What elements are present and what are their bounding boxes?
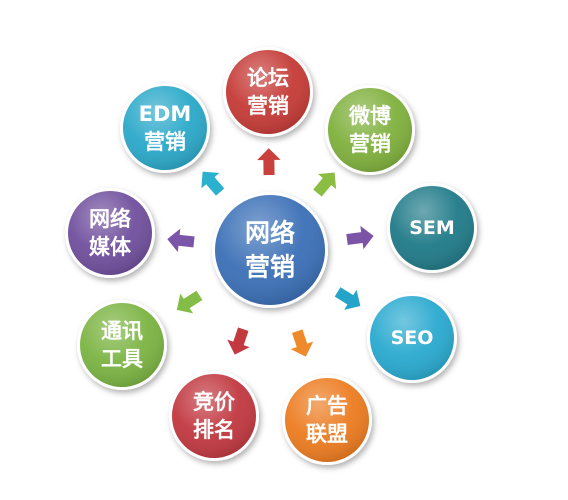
node-jingjia-label-2: 排名: [193, 418, 235, 442]
node-wangluo-gloss: [68, 191, 152, 275]
arrow-to-guanggao: [288, 328, 316, 358]
arrow-to-edm: [200, 170, 226, 198]
node-seo: SEO: [367, 293, 457, 383]
node-sem-label-1: SEM: [409, 217, 455, 239]
arrow-to-seo: [333, 285, 362, 312]
node-tongxun-label-1: 通讯: [101, 319, 143, 343]
node-tongxun-gloss: [80, 303, 164, 387]
arrows-layer: [165, 146, 375, 358]
nodes-layer: 论坛营销微博营销SEMSEO广告联盟竞价排名通讯工具网络媒体EDM营销网络营销: [65, 47, 477, 465]
arrow-to-luntan-shape: [254, 146, 284, 177]
node-seo-gloss: [370, 296, 454, 380]
node-guanggao-label-1: 广告: [306, 394, 348, 418]
node-luntan-label-1: 论坛: [247, 66, 289, 90]
arrow-to-edm-shape: [200, 170, 226, 198]
node-sem-gloss: [390, 186, 474, 270]
arrow-to-weibo-shape: [311, 171, 338, 199]
center-node-label-1: 网络: [245, 219, 295, 248]
arrow-to-tongxun-shape: [175, 289, 204, 315]
arrow-to-wangluo: [165, 226, 196, 255]
arrow-to-jingjia: [225, 326, 253, 356]
node-edm: EDM 营销: [120, 83, 210, 173]
center-node-label-2: 营销: [245, 252, 295, 281]
arrow-to-tongxun: [175, 289, 204, 315]
node-weibo-label-1: 微博: [348, 104, 391, 128]
node-weibo-gloss: [328, 88, 412, 172]
node-edm-label-2: 营销: [144, 130, 186, 154]
node-weibo-label-2: 营销: [349, 132, 391, 156]
arrow-to-guanggao-shape: [288, 328, 316, 358]
node-guanggao-gloss: [285, 378, 369, 462]
node-luntan-label-2: 营销: [247, 94, 289, 118]
node-jingjia-gloss: [172, 374, 256, 458]
node-jingjia-label-1: 竞价: [193, 390, 236, 414]
center-node-gloss: [215, 195, 325, 305]
arrow-to-seo-shape: [333, 285, 362, 312]
node-tongxun-label-2: 工具: [101, 347, 143, 371]
node-wangluo-label-1: 网络: [89, 207, 131, 231]
node-edm-gloss: [123, 86, 207, 170]
arrow-to-jingjia-shape: [225, 326, 253, 356]
node-sem: SEM: [387, 183, 477, 273]
arrow-to-wangluo-shape: [165, 226, 196, 255]
node-wangluo-label-2: 媒体: [89, 235, 132, 259]
node-luntan-gloss: [226, 50, 310, 134]
arrow-to-luntan: [254, 146, 284, 177]
node-guanggao-label-2: 联盟: [306, 422, 348, 446]
arrow-to-weibo: [311, 171, 338, 199]
arrow-to-sem: [345, 223, 375, 252]
node-seo-label-1: SEO: [391, 327, 434, 349]
arrow-to-sem-shape: [345, 223, 375, 252]
node-edm-label-1: EDM: [139, 102, 192, 126]
